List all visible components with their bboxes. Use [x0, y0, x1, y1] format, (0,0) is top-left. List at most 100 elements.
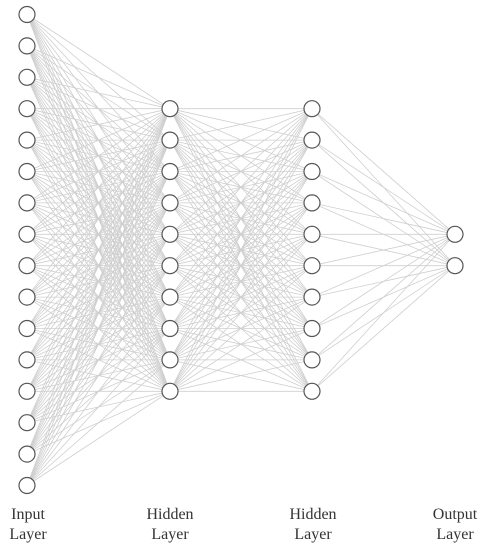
hidden-layer-1-label-line1: Hidden	[146, 506, 194, 523]
connection-hidden1-5-to-hidden2-0	[169, 108, 313, 266]
output-layer-label-line1: Output	[432, 506, 478, 523]
connection-hidden1-8-to-hidden2-0	[169, 108, 313, 361]
input-layer-label: Input Layer	[0, 505, 73, 545]
connection-input-1-to-hidden1-0	[26, 45, 171, 110]
connection-hidden2-5-to-output-0	[311, 233, 456, 267]
connection-input-4-to-hidden1-0	[26, 108, 171, 141]
neuron-hidden2-1	[303, 131, 321, 149]
connection-input-15-to-hidden1-2	[26, 171, 171, 486]
neuron-hidden1-5	[161, 257, 179, 275]
connection-input-15-to-hidden1-7	[26, 328, 171, 486]
hidden-layer-2-label-line2: Layer	[294, 526, 332, 543]
neuron-output-0	[446, 225, 464, 243]
connection-hidden1-2-to-hidden2-0	[169, 108, 313, 172]
connection-input-15-to-hidden1-8	[26, 359, 171, 486]
neuron-input-11	[18, 351, 36, 369]
connection-input-15-to-hidden1-9	[26, 390, 171, 486]
neuron-hidden1-3	[161, 194, 179, 212]
neuron-input-10	[18, 319, 36, 338]
connection-input-8-to-hidden1-0	[26, 108, 171, 266]
neuron-input-12	[18, 382, 36, 400]
connection-input-0-to-hidden1-0	[26, 14, 171, 110]
connection-hidden2-1-to-output-0	[311, 139, 456, 235]
neuron-hidden1-4	[161, 225, 179, 243]
connection-hidden1-7-to-hidden2-0	[169, 108, 313, 329]
connection-input-12-to-hidden1-0	[26, 108, 171, 392]
connection-input-15-to-hidden1-3	[26, 202, 171, 486]
output-layer-label-line2: Layer	[436, 526, 474, 543]
connection-input-15-to-hidden1-0	[26, 108, 171, 486]
hidden-layer-2-label: Hidden Layer	[268, 505, 358, 545]
neuron-input-2	[18, 68, 36, 86]
connection-input-15-to-hidden1-5	[26, 265, 171, 486]
neuron-hidden1-2	[161, 162, 179, 181]
connection-input-14-to-hidden1-0	[26, 108, 171, 455]
neuron-input-7	[18, 225, 36, 243]
neuron-input-14	[18, 445, 36, 463]
neuron-input-3	[18, 100, 36, 118]
neuron-hidden1-6	[161, 288, 179, 306]
connection-hidden2-6-to-output-0	[311, 233, 456, 298]
connection-hidden1-9-to-hidden2-4	[169, 234, 313, 392]
connection-hidden1-9-to-hidden2-0	[169, 108, 313, 392]
connection-input-15-to-hidden1-6	[26, 296, 171, 486]
connection-input-11-to-hidden1-0	[26, 108, 171, 361]
connection-hidden1-1-to-hidden2-0	[169, 108, 313, 141]
neuron-input-4	[18, 131, 36, 149]
neuron-output-1	[446, 257, 464, 275]
connection-hidden1-9-to-hidden2-6	[169, 296, 313, 392]
connection-input-9-to-hidden1-0	[26, 108, 171, 298]
neuron-input-15	[18, 476, 36, 495]
neuron-input-6	[18, 194, 36, 212]
output-layer-label: Output Layer	[410, 505, 491, 545]
connection-hidden2-9-to-output-0	[311, 234, 456, 392]
connection-hidden2-0-to-output-0	[311, 108, 456, 235]
hidden-layer-1-label: Hidden Layer	[125, 505, 215, 545]
neuron-input-1	[18, 37, 36, 55]
connection-hidden2-3-to-output-0	[311, 202, 456, 235]
connection-hidden1-9-to-hidden2-1	[169, 139, 313, 392]
neuron-input-0	[18, 5, 36, 24]
hidden-layer-2-label-line1: Hidden	[289, 506, 337, 523]
neuron-hidden1-0	[161, 100, 179, 118]
connections-group	[26, 14, 456, 486]
neuron-hidden2-0	[303, 100, 321, 118]
connection-hidden1-9-to-hidden2-5	[169, 265, 313, 392]
connection-input-7-to-hidden1-0	[26, 108, 171, 235]
connection-hidden1-9-to-hidden2-3	[169, 202, 313, 392]
connection-input-5-to-hidden1-0	[26, 108, 171, 172]
neuron-hidden2-9	[303, 382, 321, 400]
neurons-group	[18, 5, 464, 495]
neuron-hidden1-9	[161, 382, 179, 400]
neuron-input-9	[18, 288, 36, 306]
neuron-hidden2-3	[303, 194, 321, 212]
neuron-hidden2-4	[303, 225, 321, 243]
neuron-hidden2-7	[303, 319, 321, 338]
neuron-hidden2-2	[303, 162, 321, 181]
connection-hidden2-9-to-output-1	[311, 265, 456, 392]
neuron-hidden1-1	[161, 131, 179, 149]
connection-input-13-to-hidden1-0	[26, 108, 171, 423]
connection-input-15-to-hidden1-4	[26, 234, 171, 486]
connection-input-10-to-hidden1-0	[26, 108, 171, 329]
input-layer-label-line1: Input	[11, 506, 45, 523]
connection-hidden1-6-to-hidden2-0	[169, 108, 313, 298]
neuron-hidden1-8	[161, 351, 179, 369]
connection-input-2-to-hidden1-0	[26, 76, 171, 110]
connection-hidden2-2-to-output-0	[311, 171, 456, 235]
connection-hidden1-9-to-hidden2-7	[169, 328, 313, 392]
hidden-layer-1-label-line2: Layer	[151, 526, 189, 543]
connection-input-6-to-hidden1-0	[26, 108, 171, 204]
connection-hidden2-7-to-output-0	[311, 233, 456, 329]
neuron-input-8	[18, 257, 36, 275]
connection-hidden1-9-to-hidden2-8	[169, 359, 313, 392]
neuron-hidden2-5	[303, 257, 321, 275]
connection-hidden2-8-to-output-0	[311, 233, 456, 361]
connection-input-15-to-hidden1-1	[26, 139, 171, 486]
neuron-hidden1-7	[161, 319, 179, 338]
neuron-input-5	[18, 162, 36, 181]
neuron-input-13	[18, 414, 36, 432]
connection-hidden1-9-to-hidden2-2	[169, 171, 313, 392]
connection-hidden1-4-to-hidden2-0	[169, 108, 313, 235]
